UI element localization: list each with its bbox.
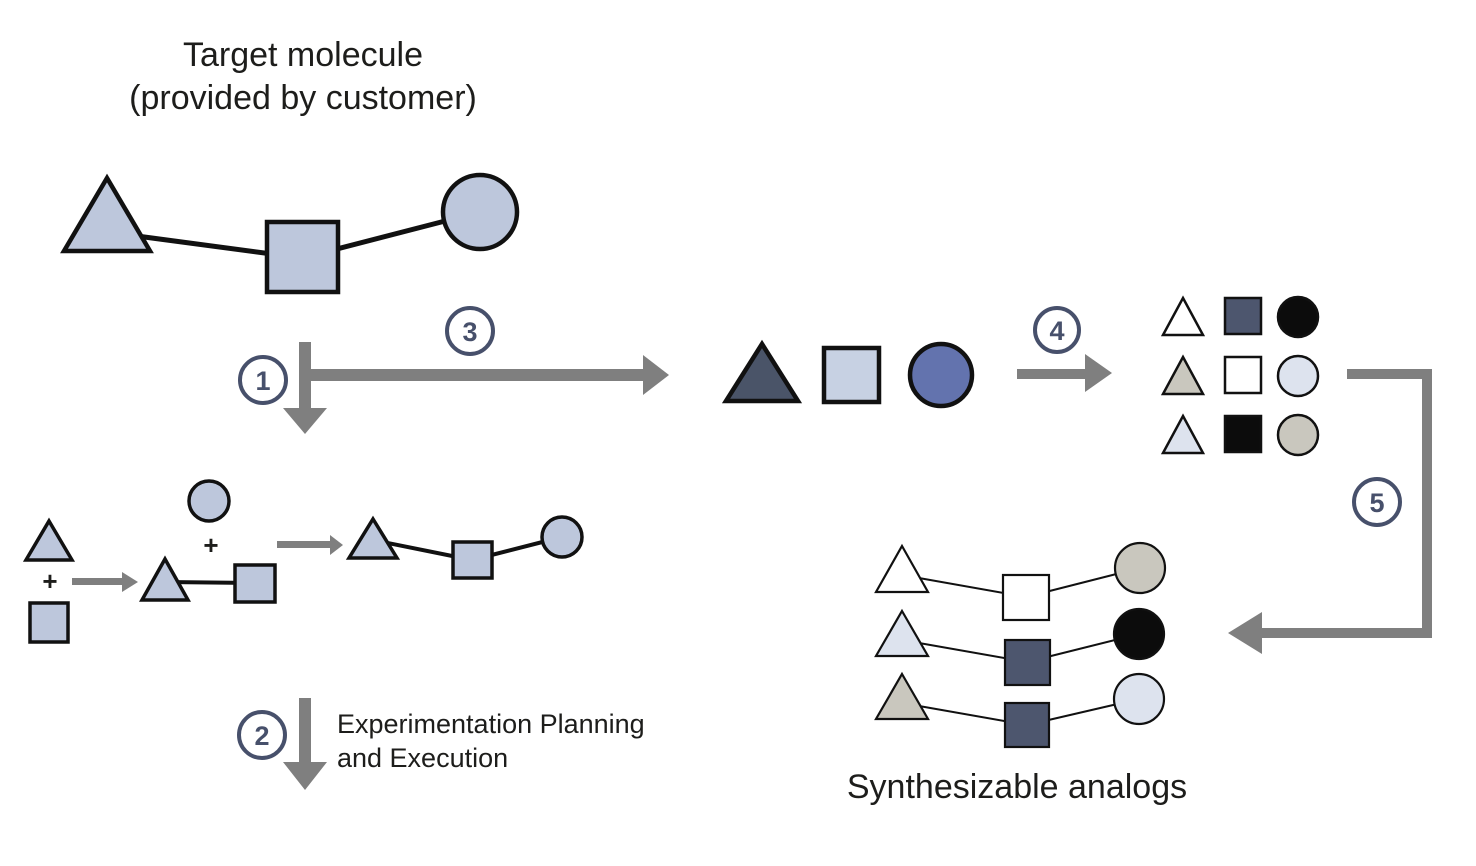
step5-arrow bbox=[1228, 369, 1432, 654]
grid-r2-square bbox=[1223, 355, 1263, 395]
route-arrow1-head-icon bbox=[122, 572, 138, 592]
synthesizable-analogs-label: Synthesizable analogs bbox=[847, 768, 1187, 806]
target-triangle bbox=[60, 173, 154, 254]
title-line2: (provided by customer) bbox=[129, 79, 477, 117]
reagent-triangle bbox=[22, 517, 76, 562]
title: Target molecule (provided by customer) bbox=[129, 36, 477, 117]
grid-r1-circle bbox=[1276, 295, 1320, 339]
analog3-square bbox=[1003, 701, 1051, 749]
step5-number: 5 bbox=[1369, 488, 1384, 518]
target-molecule bbox=[60, 172, 520, 295]
step4-arrowhead-icon bbox=[1085, 354, 1112, 392]
route-arrow2-head-icon bbox=[330, 535, 343, 555]
step5-badge-ring bbox=[1352, 477, 1402, 527]
plus-sign-1: + bbox=[42, 566, 57, 596]
step1-arrow bbox=[283, 342, 327, 434]
step2-arrow bbox=[283, 698, 327, 790]
step5-badge: 5 bbox=[1352, 477, 1402, 527]
building-block-square bbox=[821, 345, 882, 405]
experimentation-line2: and Execution bbox=[337, 743, 508, 773]
step1-badge: 1 bbox=[238, 355, 288, 405]
step2-badge: 2 bbox=[237, 710, 287, 760]
step2-number: 2 bbox=[254, 721, 269, 751]
building-block-circle bbox=[907, 341, 975, 409]
analogs bbox=[874, 541, 1167, 749]
step1-arrowhead-icon bbox=[283, 408, 327, 434]
building-blocks bbox=[721, 339, 975, 409]
product-triangle bbox=[345, 515, 401, 560]
analog2-circle bbox=[1112, 607, 1166, 661]
grid-r3-square bbox=[1223, 414, 1263, 454]
analog1-triangle bbox=[874, 543, 930, 594]
step3-number: 3 bbox=[462, 317, 477, 347]
step5-elbow-path bbox=[1262, 369, 1432, 638]
product-circle bbox=[540, 515, 584, 559]
analog2-square bbox=[1003, 638, 1052, 687]
retrosynthesis-route: + + bbox=[22, 479, 584, 644]
analog2-triangle bbox=[874, 608, 930, 658]
analog3-triangle bbox=[874, 671, 930, 721]
step2-badge-ring bbox=[237, 710, 287, 760]
experimentation-line1: Experimentation Planning bbox=[337, 709, 645, 739]
analog1-circle bbox=[1113, 541, 1167, 595]
step4-badge-ring bbox=[1033, 306, 1081, 354]
grid-r2-circle bbox=[1276, 354, 1320, 398]
target-square bbox=[264, 219, 341, 295]
fragment-square bbox=[233, 563, 277, 604]
step2-arrowhead-icon bbox=[283, 762, 327, 790]
step3-badge-ring bbox=[445, 306, 495, 356]
step3-arrow-shaft bbox=[305, 369, 643, 381]
product-square bbox=[451, 540, 494, 580]
step4-arrow-shaft bbox=[1017, 369, 1085, 379]
step5-arrowhead-icon bbox=[1228, 612, 1262, 654]
step3-arrow bbox=[305, 355, 669, 395]
reagent-circle bbox=[187, 479, 231, 523]
step3-arrowhead-icon bbox=[643, 355, 669, 395]
target-circle bbox=[440, 172, 520, 252]
step4-badge: 4 bbox=[1033, 306, 1081, 354]
step3-badge: 3 bbox=[445, 306, 495, 356]
building-block-triangle bbox=[721, 339, 803, 404]
step2-arrow-shaft bbox=[299, 698, 311, 764]
substituent-grid bbox=[1160, 295, 1320, 457]
fragment-triangle bbox=[139, 555, 191, 602]
analog1-square bbox=[1001, 573, 1051, 622]
grid-r2-triangle bbox=[1160, 354, 1206, 396]
grid-r1-triangle bbox=[1160, 295, 1206, 337]
analog3-circle bbox=[1112, 672, 1166, 726]
step1-number: 1 bbox=[255, 366, 270, 396]
step4-arrow bbox=[1017, 354, 1112, 392]
route-arrow2-shaft bbox=[277, 541, 330, 548]
grid-r3-circle bbox=[1276, 413, 1320, 457]
plus-sign-2: + bbox=[203, 530, 218, 560]
route-arrow1-shaft bbox=[72, 578, 122, 585]
reagent-square bbox=[28, 601, 70, 644]
experimentation-label: Experimentation Planning and Execution bbox=[337, 709, 645, 773]
step1-badge-ring bbox=[238, 355, 288, 405]
title-line1: Target molecule bbox=[183, 36, 423, 74]
grid-r3-triangle bbox=[1160, 413, 1206, 455]
grid-r1-square bbox=[1223, 296, 1263, 336]
step4-number: 4 bbox=[1049, 316, 1064, 346]
